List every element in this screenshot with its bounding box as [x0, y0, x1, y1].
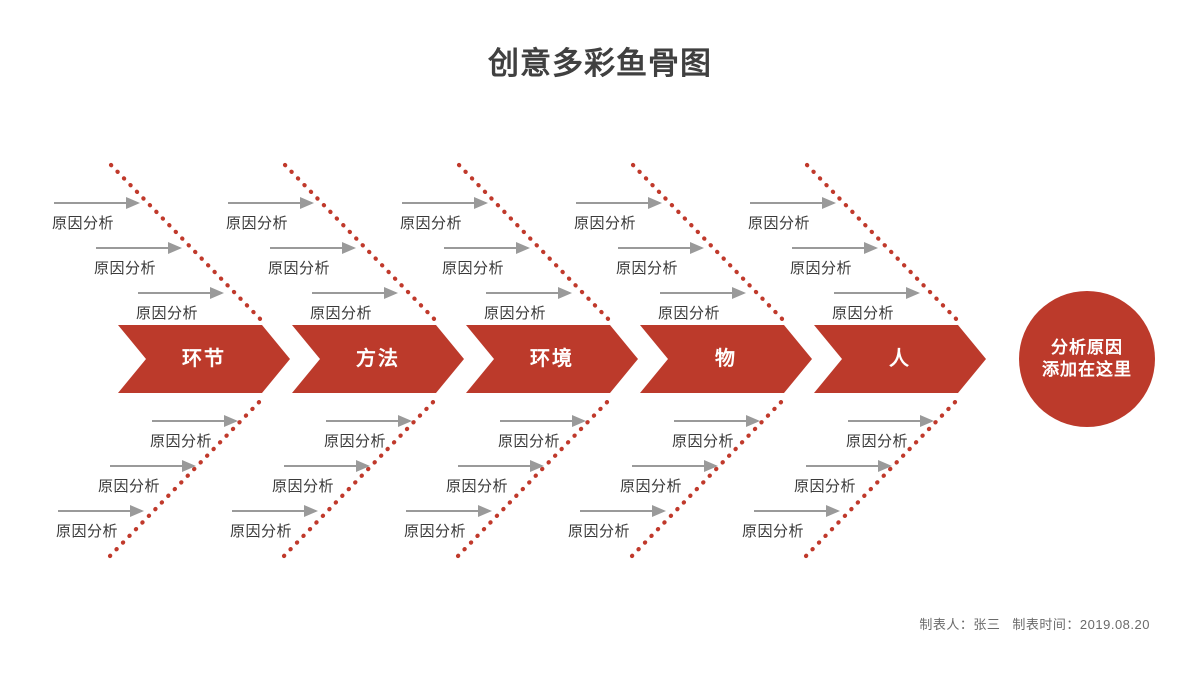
rib-dotted-top-5 [804, 162, 964, 327]
cause-label-bottom-1-3[interactable]: 原因分析 [56, 523, 119, 540]
cause-label-top-5-3[interactable]: 原因分析 [832, 305, 895, 322]
cause-label-top-1-1[interactable]: 原因分析 [52, 215, 115, 232]
cause-label-bottom-3-3[interactable]: 原因分析 [404, 523, 467, 540]
spine-label-2[interactable]: 方法 [356, 348, 400, 370]
rib-dotted-top-group [108, 162, 964, 327]
cause-label-bottom-3-2[interactable]: 原因分析 [446, 478, 509, 495]
cause-label-top-3-2[interactable]: 原因分析 [442, 260, 505, 277]
cause-label-bottom-2-2[interactable]: 原因分析 [272, 478, 335, 495]
cause-label-bottom-4-2[interactable]: 原因分析 [620, 478, 683, 495]
cause-label-top-2-3[interactable]: 原因分析 [310, 305, 373, 322]
rib-dotted-top-2 [282, 162, 442, 327]
cause-label-bottom-1-1[interactable]: 原因分析 [150, 433, 213, 450]
page-title: 创意多彩鱼骨图 [488, 46, 712, 81]
footer-credits: 制表人：张三制表时间：2019.08.20 [919, 614, 1150, 633]
cause-label-bottom-5-1[interactable]: 原因分析 [846, 433, 909, 450]
cause-label-top-2-2[interactable]: 原因分析 [268, 260, 331, 277]
spine-label-1[interactable]: 环节 [182, 348, 226, 370]
footer-author-label: 制表人： [919, 617, 974, 632]
cause-label-top-4-2[interactable]: 原因分析 [616, 260, 679, 277]
head-circle-text[interactable]: 分析原因 添加在这里 [1017, 337, 1157, 381]
spine-label-4[interactable]: 物 [715, 348, 737, 370]
cause-label-top-4-3[interactable]: 原因分析 [658, 305, 721, 322]
cause-label-top-4-1[interactable]: 原因分析 [574, 215, 637, 232]
cause-label-bottom-5-2[interactable]: 原因分析 [794, 478, 857, 495]
cause-label-top-2-1[interactable]: 原因分析 [226, 215, 289, 232]
cause-label-bottom-5-3[interactable]: 原因分析 [742, 523, 805, 540]
rib-dotted-top-1 [108, 162, 268, 327]
cause-label-top-5-2[interactable]: 原因分析 [790, 260, 853, 277]
cause-label-bottom-3-1[interactable]: 原因分析 [498, 433, 561, 450]
spine-label-5[interactable]: 人 [889, 348, 911, 370]
cause-label-bottom-2-1[interactable]: 原因分析 [324, 433, 387, 450]
cause-label-top-1-3[interactable]: 原因分析 [136, 305, 199, 322]
cause-label-bottom-4-3[interactable]: 原因分析 [568, 523, 631, 540]
head-circle-line1: 分析原因 [1051, 338, 1123, 357]
footer-date-label: 制表时间： [1012, 617, 1080, 632]
cause-label-bottom-4-1[interactable]: 原因分析 [672, 433, 735, 450]
cause-label-top-1-2[interactable]: 原因分析 [94, 260, 157, 277]
cause-label-top-3-3[interactable]: 原因分析 [484, 305, 547, 322]
spine-label-3[interactable]: 环境 [530, 348, 574, 370]
footer-author: 张三 [973, 617, 1001, 632]
cause-label-top-5-1[interactable]: 原因分析 [748, 215, 811, 232]
footer-date: 2019.08.20 [1079, 617, 1150, 632]
rib-dotted-top-4 [630, 162, 790, 327]
cause-label-top-3-1[interactable]: 原因分析 [400, 215, 463, 232]
head-circle-line2: 添加在这里 [1042, 360, 1132, 379]
cause-label-bottom-1-2[interactable]: 原因分析 [98, 478, 161, 495]
cause-label-bottom-2-3[interactable]: 原因分析 [230, 523, 293, 540]
rib-dotted-top-3 [456, 162, 616, 327]
